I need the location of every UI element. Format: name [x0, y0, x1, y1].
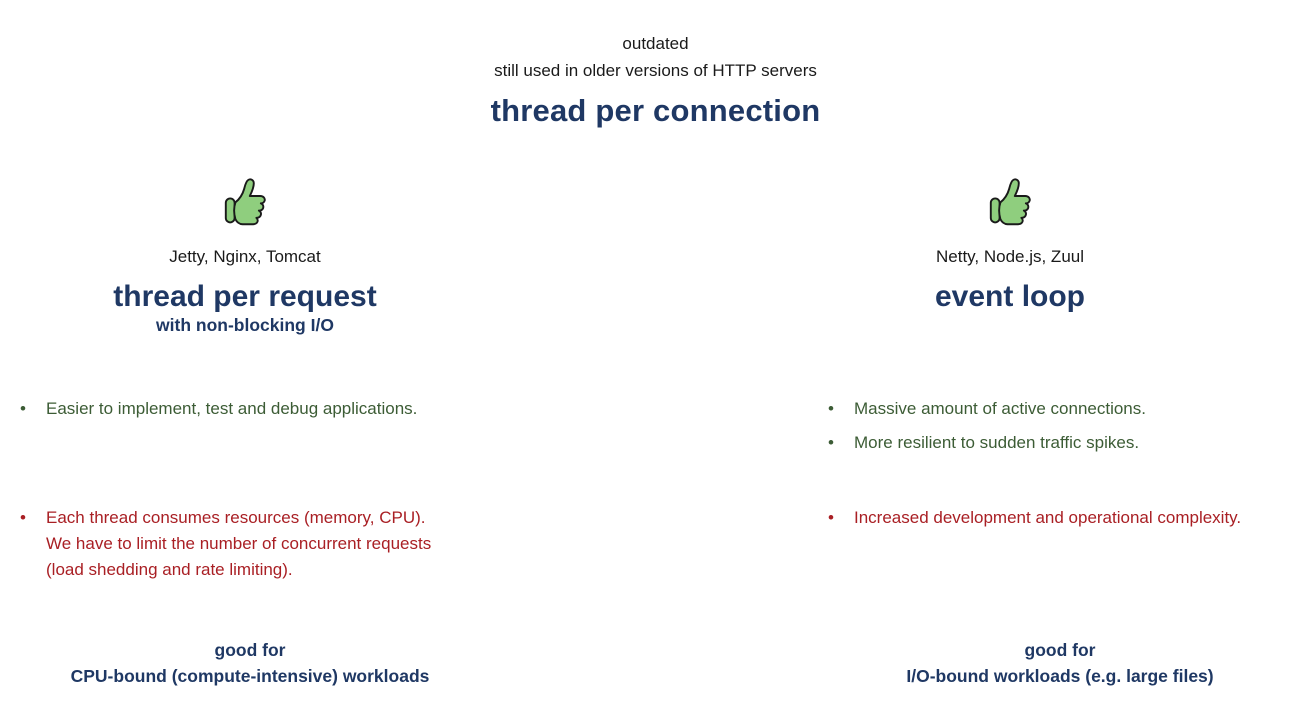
right-pros-list: • Massive amount of active connections. … — [828, 398, 1308, 453]
header: outdated still used in older versions of… — [0, 30, 1311, 129]
bullet-icon: • — [828, 508, 834, 527]
bullet-icon: • — [20, 399, 26, 418]
con-text: Each thread consumes resources (memory, … — [46, 508, 432, 579]
header-note-line2: still used in older versions of HTTP ser… — [494, 61, 817, 80]
bullet-icon: • — [828, 433, 834, 452]
left-column-title: thread per request — [113, 280, 377, 313]
thumbs-up-icon — [221, 172, 269, 228]
list-item: • Easier to implement, test and debug ap… — [20, 398, 640, 419]
left-column-footer: good for CPU-bound (compute-intensive) w… — [0, 640, 500, 687]
left-apps-label: Jetty, Nginx, Tomcat — [169, 247, 321, 266]
footer-line1: good for — [214, 640, 286, 660]
footer-line2: I/O-bound workloads (e.g. large files) — [906, 666, 1214, 686]
footer-line2: CPU-bound (compute-intensive) workloads — [70, 666, 430, 686]
pro-text: More resilient to sudden traffic spikes. — [854, 433, 1140, 452]
main-title: thread per connection — [490, 93, 821, 128]
pro-text: Easier to implement, test and debug appl… — [46, 399, 418, 418]
right-column-header: Netty, Node.js, Zuul event loop — [820, 172, 1200, 314]
list-item: • More resilient to sudden traffic spike… — [828, 432, 1308, 453]
right-column-footer: good for I/O-bound workloads (e.g. large… — [810, 640, 1310, 687]
pro-text: Massive amount of active connections. — [854, 399, 1146, 418]
thumbs-up-icon — [986, 172, 1034, 228]
list-item: • Increased development and operational … — [828, 505, 1311, 531]
left-column-subtitle: with non-blocking I/O — [156, 315, 334, 335]
left-column-header: Jetty, Nginx, Tomcat thread per request … — [0, 172, 490, 336]
bullet-icon: • — [828, 399, 834, 418]
left-pros-list: • Easier to implement, test and debug ap… — [20, 398, 640, 419]
list-item: • Massive amount of active connections. — [828, 398, 1308, 419]
header-note-line1: outdated — [622, 34, 689, 53]
right-apps-label: Netty, Node.js, Zuul — [935, 247, 1085, 266]
con-text: Increased development and operational co… — [854, 508, 1242, 527]
footer-line1: good for — [1024, 640, 1096, 660]
left-cons-list: • Each thread consumes resources (memory… — [20, 505, 640, 583]
bullet-icon: • — [20, 508, 26, 527]
right-cons-list: • Increased development and operational … — [828, 505, 1311, 531]
list-item: • Each thread consumes resources (memory… — [20, 505, 640, 583]
right-column-title: event loop — [934, 280, 1085, 313]
